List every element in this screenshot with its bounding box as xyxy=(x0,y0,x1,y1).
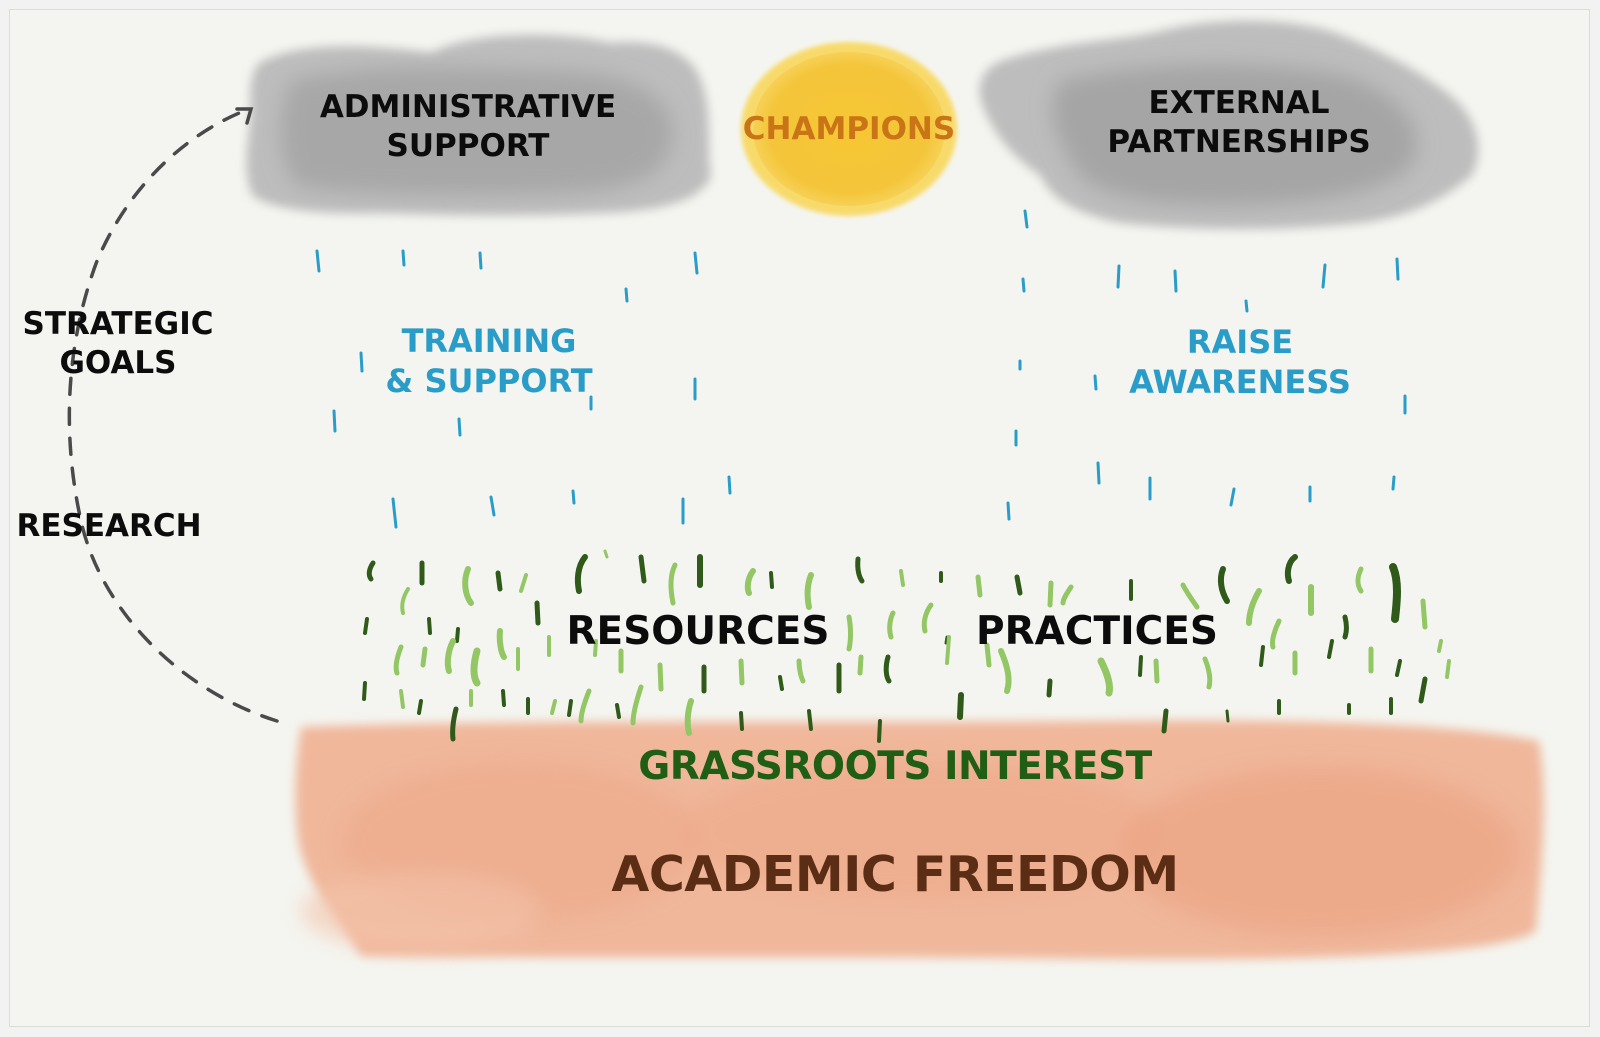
soil-band-shape xyxy=(295,720,1544,960)
cloud-external-partnerships: EXTERNAL PARTNERSHIPS xyxy=(1107,84,1370,162)
rain-label-training-support: TRAINING & SUPPORT xyxy=(385,321,592,401)
cycle-arrow xyxy=(67,107,279,723)
cycle-label-strategic-goals: STRATEGIC GOALS xyxy=(23,305,214,383)
cloud-label-line: SUPPORT xyxy=(386,127,550,164)
sun-shape xyxy=(741,42,957,216)
diagram-canvas: ADMINISTRATIVE SUPPORT EXTERNAL PARTNERS… xyxy=(9,9,1590,1027)
grass-blades-light xyxy=(393,549,1451,736)
cycle-label-research: RESEARCH xyxy=(16,507,201,546)
cloud-administrative-support-shape xyxy=(246,34,711,216)
cycle-label-line: GOALS xyxy=(59,344,177,381)
grass-label-practices: PRACTICES xyxy=(976,609,1218,654)
rain-label-raise-awareness: RAISE AWARENESS xyxy=(1129,322,1351,402)
grass-blades-dark xyxy=(362,554,1428,743)
cloud-label-line: ADMINISTRATIVE xyxy=(319,89,617,125)
cloud-label-line: PARTNERSHIPS xyxy=(1107,123,1371,160)
cycle-label-line: STRATEGIC xyxy=(22,306,214,342)
rain-label-line: & SUPPORT xyxy=(385,362,593,400)
soil-label-academic-freedom: ACADEMIC FREEDOM xyxy=(611,846,1179,903)
rain-label-line: RAISE xyxy=(1186,323,1294,361)
cloud-external-partnerships-shape xyxy=(979,20,1479,230)
sun-champions-label: CHAMPIONS xyxy=(742,111,956,147)
cycle-label-line: RESEARCH xyxy=(16,508,202,544)
grass-label-resources: RESOURCES xyxy=(566,609,830,654)
rain-label-line: AWARENESS xyxy=(1129,363,1351,401)
soil-label-grassroots-interest: GRASSROOTS INTEREST xyxy=(638,744,1152,789)
diagram-artwork xyxy=(67,20,1544,960)
rain-label-line: TRAINING xyxy=(401,322,577,360)
cloud-label-line: EXTERNAL xyxy=(1148,85,1330,121)
rain-drops xyxy=(315,209,1407,529)
cloud-administrative-support: ADMINISTRATIVE SUPPORT xyxy=(320,88,616,166)
